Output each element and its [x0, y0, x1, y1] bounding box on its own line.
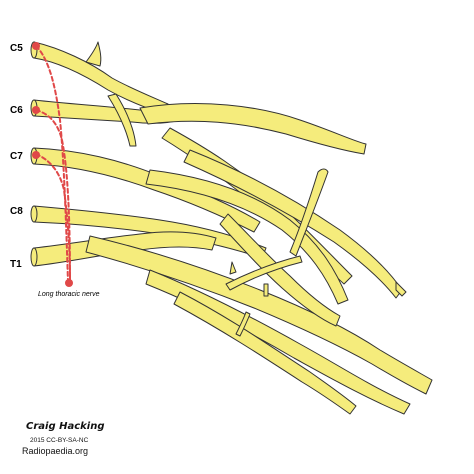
lateral-cord — [183, 149, 403, 299]
medial-cutaneous-branch — [235, 311, 251, 337]
c7-nerve-origin-dot — [32, 151, 40, 159]
upper-trunk-small-branch — [107, 93, 137, 147]
long-thoracic-nerve-label: Long thoracic nerve — [38, 291, 100, 298]
t1-label: T1 — [10, 259, 22, 270]
posterior-cord — [145, 169, 349, 305]
long-thoracic-branch-stub — [229, 261, 237, 275]
site-credit: Radiopaedia.org — [22, 446, 89, 456]
long-thoracic-c5-path — [35, 45, 69, 283]
thoracodorsal-branch — [263, 283, 269, 297]
musculocutaneous-branch — [289, 168, 329, 257]
c8-label: C8 — [10, 206, 23, 217]
c5-nerve-origin-dot — [32, 42, 40, 50]
posterior-division-band — [219, 213, 341, 327]
long-thoracic-c6-path — [35, 109, 71, 283]
suprascapular-branch — [85, 41, 102, 67]
ulnar-nerve — [173, 291, 357, 415]
c6-nerve-origin-dot — [32, 106, 40, 114]
c5-label: C5 — [10, 43, 23, 54]
radial-nerve-stump — [395, 281, 407, 297]
medial-cord — [145, 269, 411, 415]
long-thoracic-c7-path — [35, 153, 71, 283]
upper-trunk — [139, 103, 367, 155]
t1-root-end — [30, 247, 38, 267]
author-name: Craig Hacking — [26, 421, 105, 432]
c7-label: C7 — [10, 151, 23, 162]
lower-trunk — [85, 235, 433, 395]
lateral-pectoral-branch — [225, 255, 303, 291]
c7-root — [33, 147, 261, 233]
c6-label: C6 — [10, 105, 23, 116]
c8-root-end — [30, 205, 38, 223]
license-text: 2015 CC-BY-SA-NC — [30, 437, 89, 444]
long-thoracic-end-dot — [65, 279, 73, 287]
